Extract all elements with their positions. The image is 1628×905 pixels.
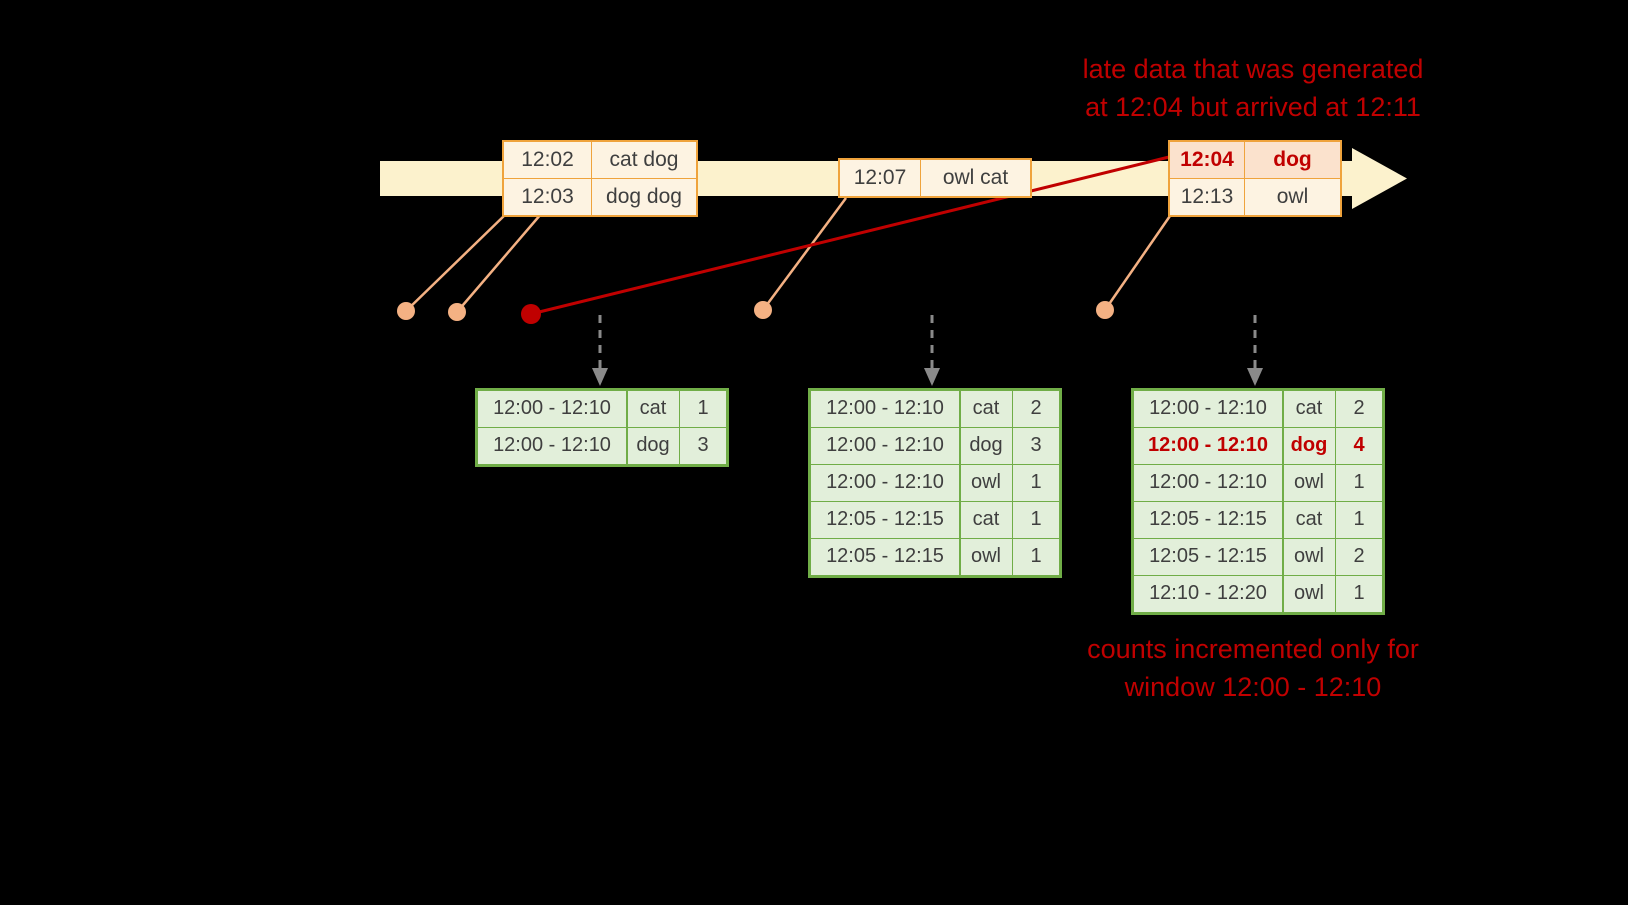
event-dot	[1096, 301, 1114, 319]
event-time-cell: 12:07	[840, 160, 920, 196]
event-dot	[448, 303, 466, 321]
window-cell: 12:00 - 12:10	[811, 465, 959, 501]
window-cell: 12:10 - 12:20	[1134, 576, 1282, 612]
late-data-annotation-line1: late data that was generated	[1082, 54, 1424, 84]
event-words-cell: owl	[1245, 179, 1340, 215]
late-event-dot	[521, 304, 541, 324]
word-cell: dog	[960, 428, 1012, 464]
count-cell: 1	[1013, 502, 1059, 538]
window-cell: 12:00 - 12:10	[811, 391, 959, 427]
event-time-cell: 12:02	[504, 142, 591, 178]
connector-line	[456, 213, 542, 313]
count-cell: 1	[1336, 576, 1382, 612]
trigger-arrow-head	[1247, 368, 1263, 386]
event-words-cell: cat dog	[592, 142, 696, 178]
word-cell: cat	[1283, 502, 1335, 538]
count-cell: 1	[1013, 465, 1059, 501]
trigger-arrow-head	[924, 368, 940, 386]
window-cell: 12:00 - 12:10	[1134, 465, 1282, 501]
count-cell: 1	[1013, 539, 1059, 575]
word-cell: owl	[1283, 539, 1335, 575]
word-cell: owl	[1283, 465, 1335, 501]
event-table-1: 12:02 cat dog 12:03 dog dog	[502, 140, 698, 217]
word-cell: owl	[1283, 576, 1335, 612]
late-data-connector-line	[530, 155, 1170, 316]
word-cell: cat	[627, 391, 679, 427]
window-cell: 12:00 - 12:10	[478, 391, 626, 427]
count-cell: 2	[1336, 391, 1382, 427]
counts-annotation: counts incremented only for window 12:00…	[993, 630, 1513, 706]
counts-annotation-line2: window 12:00 - 12:10	[1124, 672, 1382, 702]
updated-count-cell: 4	[1336, 428, 1382, 464]
event-words-cell: owl cat	[921, 160, 1030, 196]
trigger-arrow-head	[592, 368, 608, 386]
count-cell: 2	[1013, 391, 1059, 427]
window-cell: 12:05 - 12:15	[1134, 539, 1282, 575]
trigger-arrow-1	[592, 315, 608, 386]
late-data-annotation: late data that was generated at 12:04 bu…	[993, 50, 1513, 126]
updated-word-cell: dog	[1283, 428, 1335, 464]
word-cell: owl	[960, 465, 1012, 501]
window-cell: 12:00 - 12:10	[478, 428, 626, 464]
window-cell: 12:00 - 12:10	[1134, 391, 1282, 427]
event-table-3: 12:04 dog 12:13 owl	[1168, 140, 1342, 217]
counts-annotation-line1: counts incremented only for	[1087, 634, 1419, 664]
connector-line	[405, 212, 508, 312]
trigger-arrow-3	[1247, 315, 1263, 386]
count-cell: 3	[680, 428, 726, 464]
count-cell: 1	[1336, 465, 1382, 501]
window-cell: 12:05 - 12:15	[811, 502, 959, 538]
word-cell: cat	[960, 502, 1012, 538]
window-cell: 12:00 - 12:10	[811, 428, 959, 464]
event-time-cell: 12:03	[504, 179, 591, 215]
event-words-cell: dog dog	[592, 179, 696, 215]
late-event-words-cell: dog	[1245, 142, 1340, 178]
window-cell: 12:05 - 12:15	[1134, 502, 1282, 538]
count-cell: 2	[1336, 539, 1382, 575]
count-cell: 1	[680, 391, 726, 427]
event-table-2: 12:07 owl cat	[838, 158, 1032, 198]
updated-window-cell: 12:00 - 12:10	[1134, 428, 1282, 464]
trigger-arrow-2	[924, 315, 940, 386]
event-dot	[397, 302, 415, 320]
late-event-time-cell: 12:04	[1170, 142, 1244, 178]
window-cell: 12:05 - 12:15	[811, 539, 959, 575]
result-table-3: 12:00 - 12:10 cat 2 12:00 - 12:10 dog 4 …	[1131, 388, 1385, 615]
event-time-cell: 12:13	[1170, 179, 1244, 215]
event-dot	[754, 301, 772, 319]
connector-line	[1103, 212, 1174, 311]
count-cell: 1	[1336, 502, 1382, 538]
count-cell: 3	[1013, 428, 1059, 464]
late-data-annotation-line2: at 12:04 but arrived at 12:11	[1085, 92, 1421, 122]
word-cell: dog	[627, 428, 679, 464]
word-cell: owl	[960, 539, 1012, 575]
word-cell: cat	[1283, 391, 1335, 427]
result-table-1: 12:00 - 12:10 cat 1 12:00 - 12:10 dog 3	[475, 388, 729, 467]
word-cell: cat	[960, 391, 1012, 427]
connector-line	[761, 197, 848, 311]
result-table-2: 12:00 - 12:10 cat 2 12:00 - 12:10 dog 3 …	[808, 388, 1062, 578]
